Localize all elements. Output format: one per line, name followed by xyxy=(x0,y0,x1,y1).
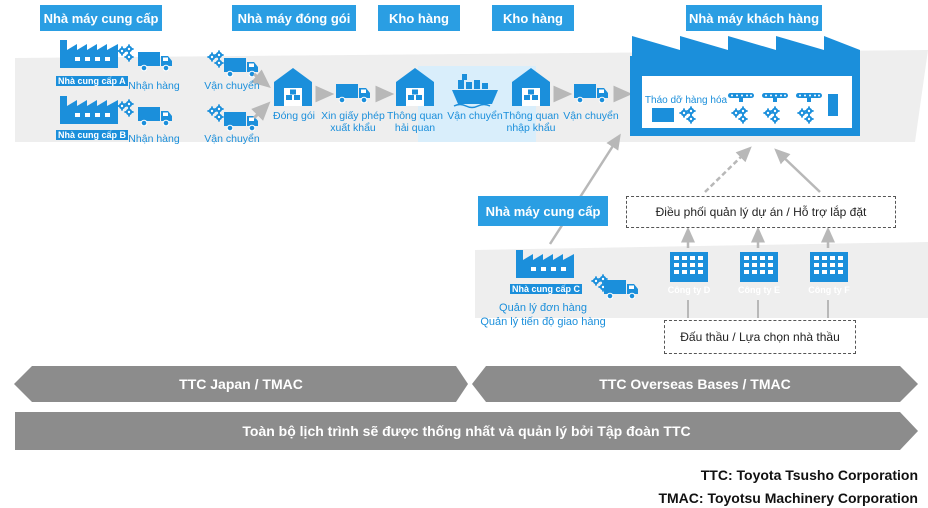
label-ship-transport: Vận chuyển xyxy=(447,110,503,122)
header-warehouse-2: Kho hàng xyxy=(492,5,574,31)
supplier-c-tag: Nhà cung cấp C xyxy=(510,284,583,294)
label-order-mgmt: Quản lý đơn hàng xyxy=(499,302,587,314)
label-transport-a: Vận chuyển xyxy=(204,80,260,92)
unified-band-label: Toàn bộ lịch trình sẽ được thống nhất và… xyxy=(242,423,691,439)
coordination-box: Điều phối quản lý dự án / Hỗ trợ lắp đặt xyxy=(626,196,896,228)
unified-band xyxy=(15,412,918,450)
company-d-label: Công ty D xyxy=(667,285,711,295)
header-customer-factory: Nhà máy khách hàng xyxy=(686,5,822,31)
overseas-band-label: TTC Overseas Bases / TMAC xyxy=(599,376,791,392)
supplier-a-tag: Nhà cung cấp A xyxy=(56,76,128,86)
legend-ttc: TTC: Toyota Tsusho Corporation xyxy=(700,467,918,483)
building-icon xyxy=(670,252,708,282)
label-schedule-mgmt: Quản lý tiến độ giao hàng xyxy=(480,316,606,328)
building-icon xyxy=(810,252,848,282)
dashed-arrow xyxy=(704,146,752,193)
overseas-band xyxy=(472,366,918,402)
label-import-customs-1: Thông quan xyxy=(502,110,560,122)
connector-line xyxy=(774,148,821,193)
bidding-box: Đấu thầu / Lựa chọn nhà thầu xyxy=(664,320,856,354)
label-customs-2: hải quan xyxy=(394,122,436,134)
label-transport-b: Vận chuyển xyxy=(204,133,260,145)
japan-band xyxy=(14,366,468,402)
label-unloading: Tháo dỡ hàng hóa xyxy=(644,95,728,106)
flow-arrow xyxy=(251,101,271,121)
label-transport-final: Vận chuyển xyxy=(563,110,619,122)
header-packing-factory: Nhà máy đóng gói xyxy=(232,5,356,31)
label-receive-a: Nhận hàng xyxy=(128,80,180,92)
legend-tmac: TMAC: Toyotsu Machinery Corporation xyxy=(658,490,918,506)
building-icon xyxy=(740,252,778,282)
company-f-label: Công ty F xyxy=(808,285,850,295)
label-packing: Đóng gói xyxy=(272,110,316,122)
label-import-customs-2: nhập khẩu xyxy=(506,122,556,134)
label-export-permit-1: Xin giấy phép xyxy=(321,110,385,122)
label-customs-1: Thông quan xyxy=(386,110,444,122)
header-supplier-factory: Nhà máy cung cấp xyxy=(40,5,162,31)
label-export-permit-2: xuất khẩu xyxy=(330,122,376,134)
connector-line xyxy=(548,133,621,245)
label-receive-b: Nhận hàng xyxy=(128,133,180,145)
japan-band-label: TTC Japan / TMAC xyxy=(179,376,303,392)
factory-icon xyxy=(60,40,118,68)
header-warehouse-1: Kho hàng xyxy=(378,5,460,31)
company-e-label: Công ty E xyxy=(738,285,780,295)
ship-icon xyxy=(452,74,498,109)
supplier-b-tag: Nhà cung cấp B xyxy=(56,130,129,140)
customer-factory-icon xyxy=(630,36,860,136)
header-supplier-factory-2: Nhà máy cung cấp xyxy=(478,196,608,226)
flow-arrow xyxy=(250,69,271,89)
